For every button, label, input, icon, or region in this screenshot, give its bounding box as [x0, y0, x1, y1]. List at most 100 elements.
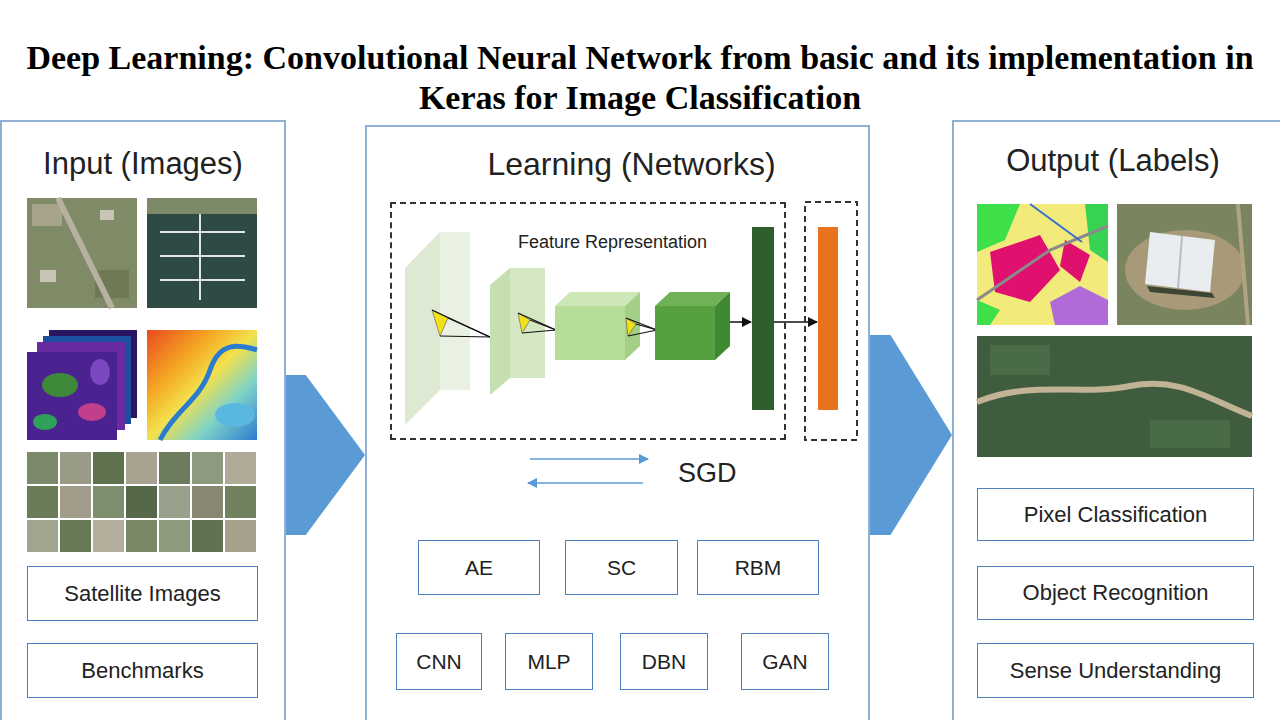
feature-map-layer: [625, 292, 640, 360]
feature-map-layer: [405, 232, 440, 425]
harbour-shore: [147, 198, 257, 214]
feature-map-layer: [490, 268, 510, 395]
classifier-bracket: [805, 202, 857, 440]
landuse-road: [977, 226, 1108, 300]
category-box: Satellite Images: [27, 566, 258, 621]
box-label: MLP: [527, 649, 570, 675]
panel-heading: Input (Images): [2, 146, 284, 182]
aerial-image: [27, 198, 137, 308]
box-label: Satellite Images: [64, 581, 221, 607]
benchmark-tile: [225, 520, 256, 552]
harbour-pier: [199, 214, 201, 300]
benchmark-tile: [93, 520, 124, 552]
benchmark-tile: [126, 452, 157, 484]
landuse-region: [1050, 286, 1108, 325]
box-label: CNN: [416, 649, 462, 675]
elevation-image: [147, 330, 257, 440]
flow-arrow: [286, 375, 365, 535]
hyperspectral-patch: [78, 403, 106, 421]
aerial-road: [58, 198, 112, 308]
panel-heading: Learning (Networks): [381, 146, 882, 182]
benchmark-tile: [27, 486, 58, 518]
landuse-region: [1060, 240, 1090, 282]
box-label: AE: [465, 555, 493, 581]
dense-layer: [752, 227, 774, 410]
category-box: RBM: [697, 540, 819, 595]
benchmark-tile: [192, 520, 223, 552]
kernel-line: [440, 336, 490, 337]
hyperspectral-patch: [90, 359, 110, 385]
benchmark-tile: [60, 452, 91, 484]
benchmark-tile: [93, 486, 124, 518]
box-label: Object Recognition: [1023, 580, 1209, 606]
feature-map-layer: [555, 292, 640, 306]
aerial-roof: [100, 210, 114, 220]
benchmark-tile: [192, 452, 223, 484]
road-texture: [1150, 420, 1230, 448]
forward-arrow: [530, 458, 648, 460]
box-label: GAN: [762, 649, 808, 675]
elevation-river: [160, 346, 257, 440]
box-label: Pixel Classification: [1024, 502, 1207, 528]
elevation-patch: [215, 403, 255, 427]
aerial-roof: [40, 270, 56, 282]
building-roof: [1145, 232, 1215, 292]
harbour-pier: [160, 279, 245, 281]
benchmark-tile: [126, 520, 157, 552]
kernel-line: [530, 320, 556, 330]
category-box: AE: [418, 540, 540, 595]
stage-panel: Input (Images) Satellite ImagesBenchmarks: [0, 120, 286, 720]
diagram-title: Deep Learning: Convolutional Neural Netw…: [0, 38, 1280, 118]
feature-map-layer: [555, 306, 625, 360]
road-path: [977, 384, 1252, 416]
feature-map-layer: [440, 232, 470, 390]
category-box: SC: [565, 540, 678, 595]
category-box: Object Recognition: [977, 566, 1254, 620]
benchmark-tile: [192, 486, 223, 518]
box-label: Sense Understanding: [1010, 658, 1222, 684]
kernel-line: [636, 324, 657, 330]
benchmark-tile: [60, 520, 91, 552]
benchmark-tile: [126, 486, 157, 518]
category-box: Benchmarks: [27, 643, 258, 698]
harbour-image: [147, 198, 257, 308]
hyperspectral-patch: [42, 373, 78, 397]
benchmark-tile: [159, 486, 190, 518]
road-texture: [990, 345, 1050, 375]
benchmark-tile: [27, 520, 58, 552]
backward-arrow: [528, 482, 643, 484]
landuse-stream: [1030, 204, 1082, 242]
hyperspectral-patch: [33, 414, 57, 430]
benchmark-tile: [60, 486, 91, 518]
building-track: [1238, 204, 1248, 325]
layer-arrow: [730, 321, 751, 323]
layer-arrow: [774, 321, 817, 323]
flow-arrow: [870, 335, 952, 535]
aerial-patch: [32, 204, 62, 226]
box-label: RBM: [735, 555, 782, 581]
benchmark-tile: [159, 452, 190, 484]
feature-representation-box: Feature Representation: [390, 202, 786, 440]
harbour-pier: [160, 231, 245, 233]
group-label: Feature Representation: [518, 230, 707, 254]
landuse-region: [977, 300, 1000, 325]
stage-panel: Output (Labels)Pixel ClassificationObjec…: [952, 120, 1280, 720]
hyperspectral-layer: [27, 352, 117, 440]
benchmark-tile: [27, 452, 58, 484]
feature-map-layer: [655, 306, 715, 360]
category-box: Pixel Classification: [977, 488, 1254, 541]
building-ground: [1125, 230, 1245, 310]
building-image: [1117, 204, 1252, 325]
kernel-line: [518, 313, 556, 330]
category-box: Sense Understanding: [977, 643, 1254, 698]
box-label: Benchmarks: [81, 658, 203, 684]
benchmark-tile: [225, 486, 256, 518]
box-label: SC: [607, 555, 636, 581]
category-box: MLP: [505, 633, 593, 690]
kernel-line: [432, 310, 490, 337]
benchmark-tile: [159, 520, 190, 552]
stage-panel: Learning (Networks)Feature Representatio…: [365, 125, 870, 720]
benchmark-tile: [93, 452, 124, 484]
